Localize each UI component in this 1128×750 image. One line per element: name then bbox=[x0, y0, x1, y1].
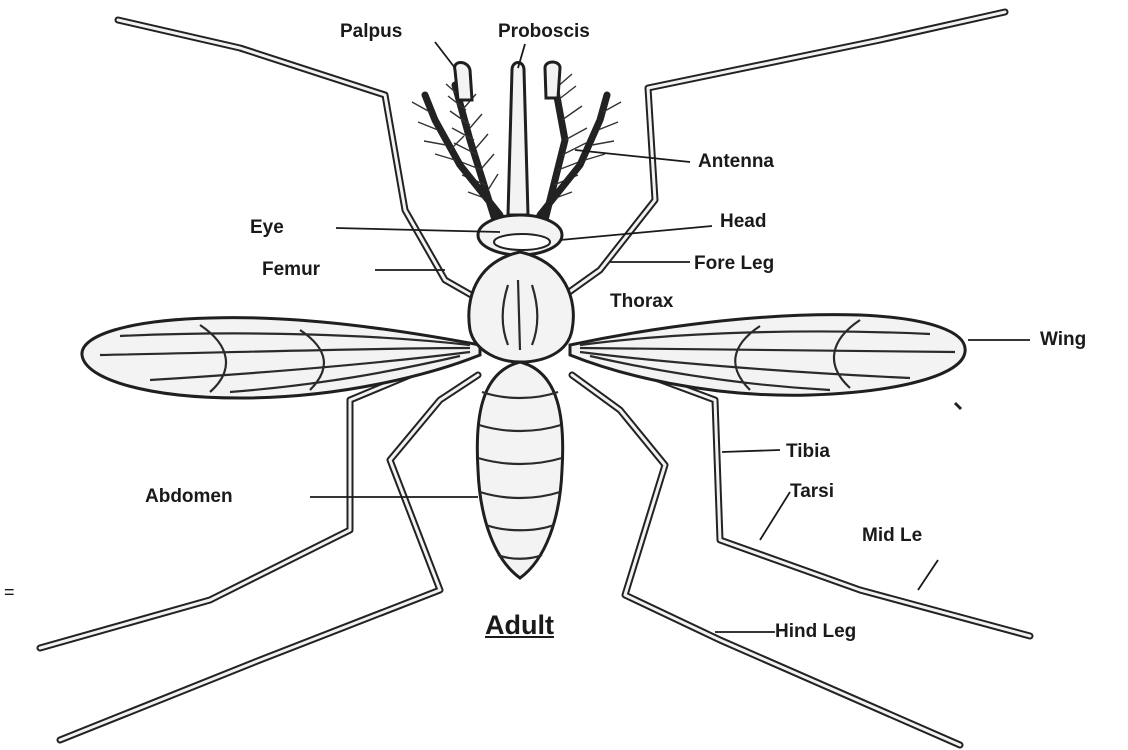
label-head: Head bbox=[720, 212, 766, 231]
antenna-left bbox=[412, 84, 500, 220]
label-femur: Femur bbox=[262, 260, 320, 279]
pointer-antenna bbox=[575, 150, 690, 162]
pointer-tibia bbox=[722, 450, 780, 452]
pointer-tarsi bbox=[760, 492, 790, 540]
wing-left bbox=[82, 318, 480, 398]
abdomen bbox=[477, 362, 562, 578]
label-fore-leg: Fore Leg bbox=[694, 254, 774, 273]
thorax bbox=[469, 252, 574, 362]
label-thorax: Thorax bbox=[610, 292, 673, 311]
label-antenna: Antenna bbox=[698, 152, 774, 171]
label-proboscis: Proboscis bbox=[498, 22, 590, 41]
label-tibia: Tibia bbox=[786, 442, 830, 461]
label-hind-leg: Hind Leg bbox=[775, 622, 856, 641]
label-eye: Eye bbox=[250, 218, 284, 237]
proboscis bbox=[508, 63, 528, 216]
wing-right bbox=[570, 315, 965, 396]
speck bbox=[955, 403, 961, 409]
fore-leg-right bbox=[565, 12, 1005, 295]
label-mid-leg: Mid Le bbox=[862, 526, 922, 545]
label-wing: Wing bbox=[1040, 330, 1086, 349]
fore-leg-left bbox=[118, 20, 480, 300]
eye bbox=[494, 234, 550, 250]
pointer-mid-leg bbox=[918, 560, 938, 590]
palpus bbox=[455, 62, 560, 100]
hind-leg-left bbox=[60, 375, 478, 740]
diagram-title: Adult bbox=[485, 612, 554, 639]
label-palpus: Palpus bbox=[340, 22, 402, 41]
label-abdomen: Abdomen bbox=[145, 487, 233, 506]
label-tarsi: Tarsi bbox=[790, 482, 834, 501]
margin-mark: = bbox=[4, 583, 15, 601]
pointer-palpus bbox=[435, 42, 455, 68]
